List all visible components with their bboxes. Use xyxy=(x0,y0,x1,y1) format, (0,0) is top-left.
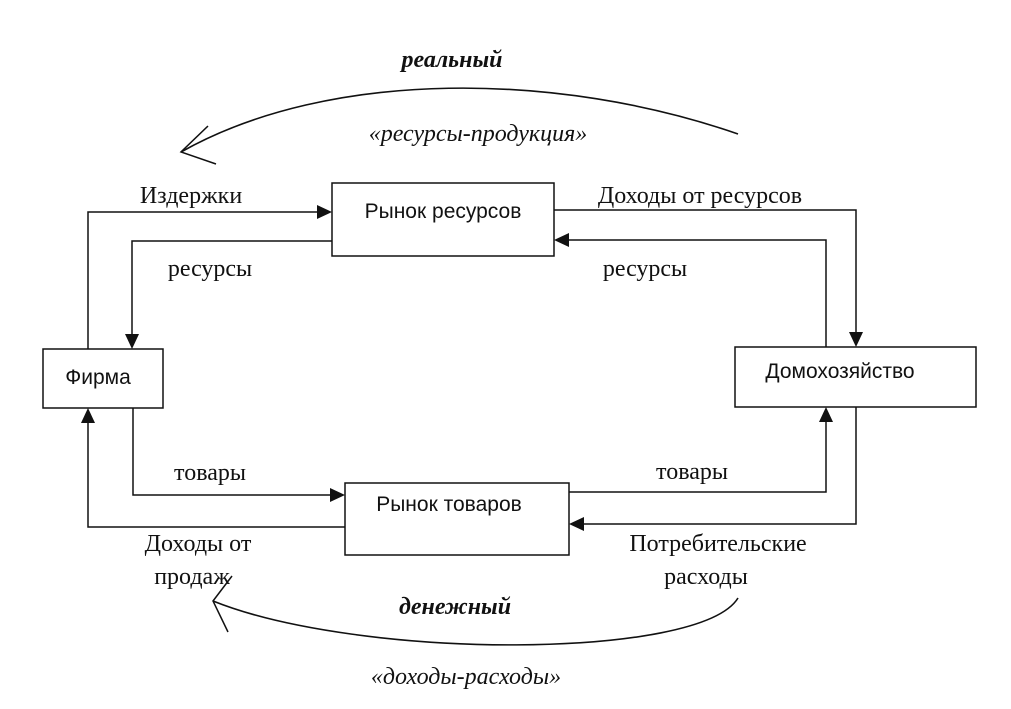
household-label: Домохозяйство xyxy=(765,360,914,383)
sales-income-label-line1: Доходы от xyxy=(145,531,252,557)
real-flow-subtitle: «ресурсы-продукция» xyxy=(369,121,588,147)
money-flow-arrowhead xyxy=(212,575,233,633)
resources-to-firm-line xyxy=(131,240,332,334)
money-flow-curve xyxy=(212,597,739,646)
real-flow-title: реальный xyxy=(400,47,503,73)
resources-from-household-line xyxy=(569,239,827,347)
firm-label: Фирма xyxy=(65,366,131,389)
sales-income-arrowhead xyxy=(81,408,95,423)
consumer-spending-line xyxy=(584,407,857,525)
goods-from-firm-label: товары xyxy=(174,460,246,486)
resources-to-firm-arrowhead xyxy=(125,334,139,349)
consumer-spending-arrowhead xyxy=(569,517,584,531)
resource-income-arrowhead xyxy=(849,332,863,347)
real-flow-curve xyxy=(180,87,739,153)
goods-to-household-line xyxy=(569,422,827,493)
firm-box xyxy=(42,348,164,409)
costs-arrowhead xyxy=(317,205,332,219)
household-box xyxy=(734,346,977,408)
goods-from-firm-arrowhead xyxy=(330,488,345,502)
costs-line xyxy=(87,211,318,349)
resource-market-box xyxy=(331,182,555,257)
sales-income-label-line2: продаж xyxy=(154,564,230,590)
costs-label: Издержки xyxy=(140,183,242,209)
resources-to-firm-label: ресурсы xyxy=(168,256,252,282)
resource-income-label: Доходы от ресурсов xyxy=(598,183,802,209)
goods-market-label: Рынок товаров xyxy=(376,493,522,516)
goods-to-household-arrowhead xyxy=(819,407,833,422)
consumer-spending-label-line2: расходы xyxy=(664,564,748,590)
consumer-spending-label-line1: Потребительские xyxy=(629,531,806,557)
resources-from-household-label: ресурсы xyxy=(603,256,687,282)
resources-from-household-arrowhead xyxy=(554,233,569,247)
real-flow-arrowhead xyxy=(179,125,217,165)
resource-market-label: Рынок ресурсов xyxy=(365,200,522,223)
goods-to-household-label: товары xyxy=(656,459,728,485)
goods-market-box xyxy=(344,482,570,556)
sales-income-line xyxy=(87,423,345,528)
goods-from-firm-line xyxy=(132,408,330,496)
money-flow-title: денежный xyxy=(399,594,511,620)
money-flow-subtitle: «доходы-расходы» xyxy=(371,664,561,690)
resource-income-line xyxy=(554,209,857,332)
